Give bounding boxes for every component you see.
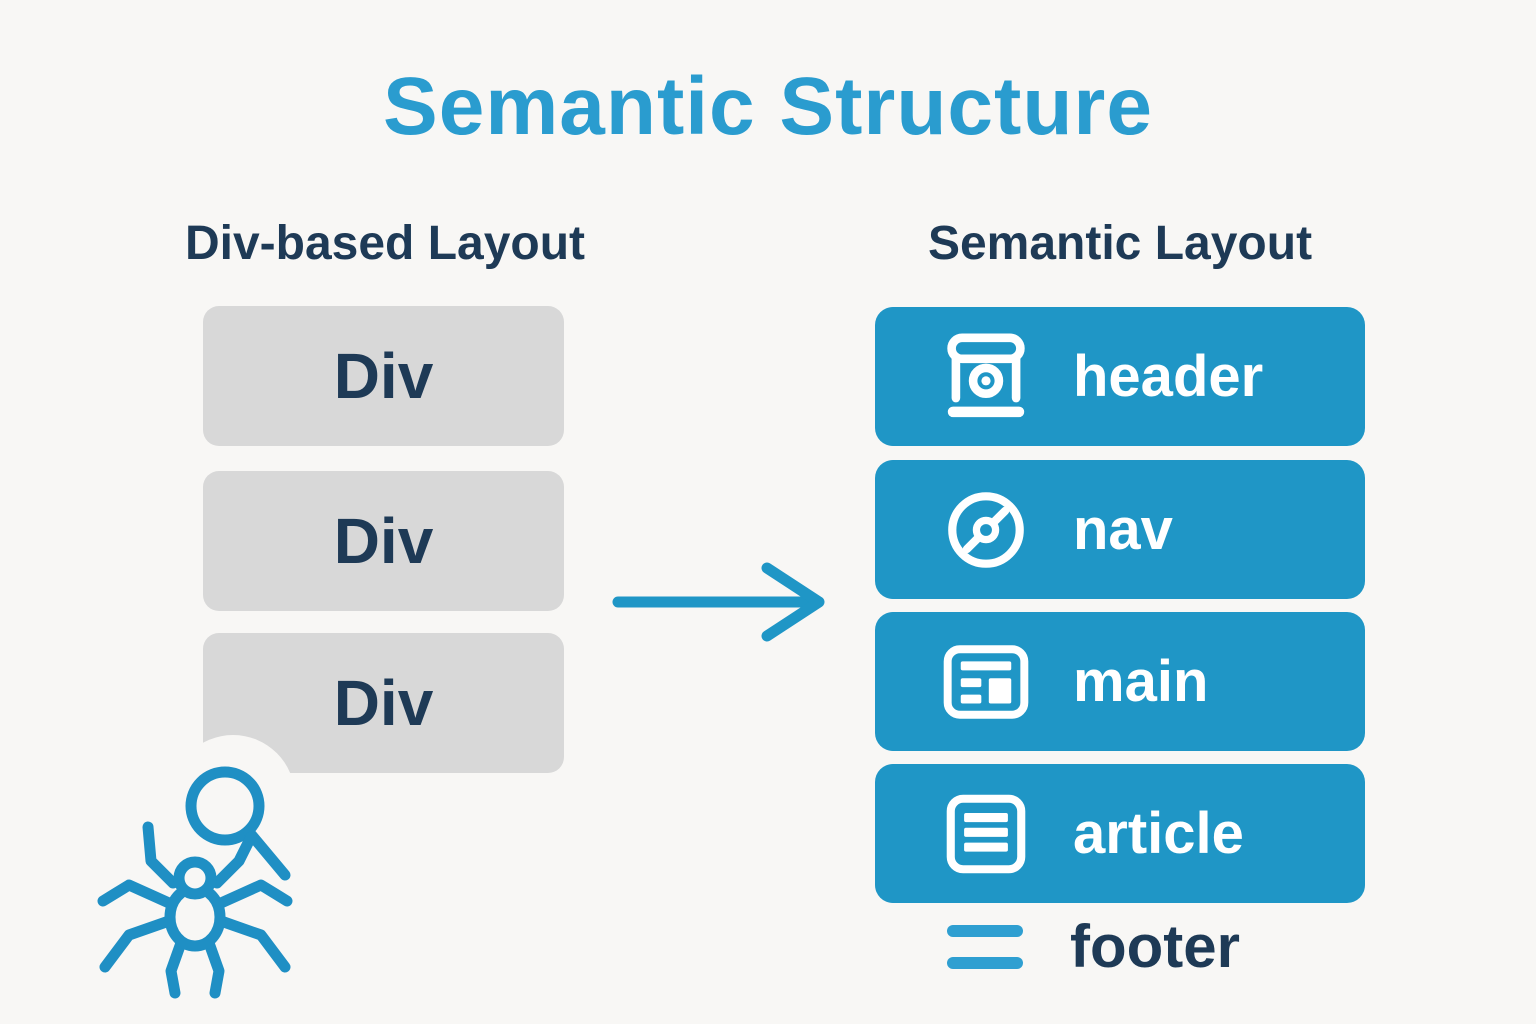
semantic-box-main: main	[875, 612, 1365, 751]
semantic-box-label: nav	[1073, 497, 1173, 562]
semantic-box-article: article	[875, 764, 1365, 903]
spider-leg	[165, 937, 187, 999]
div-box-1: Div	[203, 306, 564, 446]
spider-leg	[211, 831, 257, 889]
magnifier-glass	[185, 766, 265, 846]
spider-magnifier-icon	[97, 766, 293, 999]
header-window-icon	[943, 327, 1029, 427]
div-box-2: Div	[203, 471, 564, 611]
spider-head	[173, 856, 217, 900]
semantic-box-label: main	[1073, 649, 1209, 714]
heading-semantic-layout: Semantic Layout	[927, 217, 1313, 270]
heading-div-based-layout: Div-based Layout	[184, 217, 586, 270]
div-box-label: Div	[333, 667, 434, 739]
spider-leg	[142, 821, 179, 889]
spider-leg	[97, 879, 175, 909]
div-box-label: Div	[333, 505, 434, 577]
spider-leg	[203, 937, 225, 999]
layout-panel-icon	[943, 632, 1029, 732]
footer-line	[947, 957, 1023, 969]
double-lines-icon	[947, 925, 1023, 971]
semantic-box-label: article	[1073, 801, 1244, 866]
semantic-box-label: header	[1073, 344, 1264, 409]
right-arrow-icon	[612, 562, 825, 642]
semantic-box-header: header	[875, 307, 1365, 446]
spider-leg	[215, 915, 291, 973]
spider-leg	[99, 915, 175, 973]
compass-icon	[943, 480, 1029, 580]
page-title: Semantic Structure	[383, 61, 1153, 152]
spider-leg	[215, 879, 293, 909]
footer-line	[947, 925, 1023, 937]
semantic-box-nav: nav	[875, 460, 1365, 599]
footer-label: footer	[1070, 913, 1240, 980]
document-lines-icon	[943, 784, 1029, 884]
div-box-label: Div	[333, 340, 434, 412]
